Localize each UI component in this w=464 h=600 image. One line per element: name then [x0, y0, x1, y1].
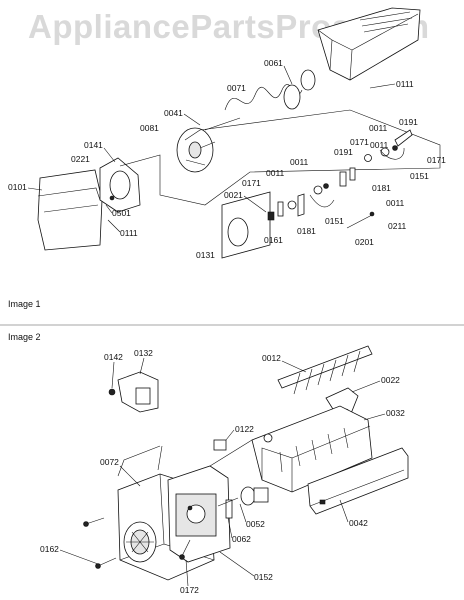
- label-0052: 0052: [246, 519, 265, 529]
- label-0081: 0081: [140, 123, 159, 133]
- label-0162: 0162: [40, 544, 59, 554]
- label-0221: 0221: [71, 154, 90, 164]
- auger-assembly: [204, 69, 316, 131]
- ice-mold: [251, 405, 373, 493]
- label-0011b: 0011: [370, 140, 389, 150]
- labels-image-1: 0061 0071 0111 0041 0081 0141 0221 0101 …: [8, 58, 446, 260]
- label-0191b: 0191: [334, 147, 353, 157]
- impeller: [176, 127, 216, 173]
- label-0152: 0152: [254, 572, 273, 582]
- ejector-blade: [277, 345, 373, 395]
- label-0172: 0172: [180, 585, 199, 595]
- label-0061: 0061: [264, 58, 283, 68]
- ice-bucket: [317, 7, 421, 81]
- frame-outline: [119, 109, 441, 206]
- label-0191a: 0191: [399, 117, 418, 127]
- label-0151a: 0151: [410, 171, 429, 181]
- label-0101: 0101: [8, 182, 27, 192]
- label-0201: 0201: [355, 237, 374, 247]
- control-module: [167, 465, 231, 563]
- section-label-image-2: Image 2: [8, 332, 41, 342]
- front-cover: [307, 447, 409, 515]
- thermostat-bracket: [108, 371, 159, 413]
- label-0141: 0141: [84, 140, 103, 150]
- label-0181b: 0181: [297, 226, 316, 236]
- label-0021: 0021: [224, 190, 243, 200]
- housing-left: [99, 157, 141, 213]
- labels-image-2: 0142 0132 0012 0022 0032 0122 0072 0052 …: [40, 348, 405, 595]
- frame-outline-2: [117, 439, 253, 477]
- label-0171c: 0171: [242, 178, 261, 188]
- label-0142: 0142: [104, 352, 123, 362]
- label-0011d: 0011: [266, 168, 285, 178]
- label-0131: 0131: [196, 250, 215, 260]
- label-0171b: 0171: [350, 137, 369, 147]
- label-0042: 0042: [349, 518, 368, 528]
- label-0062: 0062: [232, 534, 251, 544]
- bracket-plate: [221, 191, 271, 259]
- label-0041: 0041: [164, 108, 183, 118]
- label-0181a: 0181: [372, 183, 391, 193]
- dispenser-door: [37, 169, 103, 251]
- label-0022: 0022: [381, 375, 400, 385]
- label-0132: 0132: [134, 348, 153, 358]
- label-0161: 0161: [264, 235, 283, 245]
- label-0071: 0071: [227, 83, 246, 93]
- label-0011c: 0011: [290, 157, 309, 167]
- label-0111b: 0111: [120, 228, 138, 238]
- label-0012: 0012: [262, 353, 281, 363]
- hardware-row-1: [267, 129, 413, 229]
- label-0111a: 0111: [396, 79, 414, 89]
- label-0011a: 0011: [369, 123, 388, 133]
- label-0501: 0501: [112, 208, 131, 218]
- label-0211: 0211: [388, 221, 407, 231]
- screws: [83, 517, 191, 569]
- shaft-switch: [217, 486, 269, 519]
- label-0151b: 0151: [325, 216, 344, 226]
- label-0072: 0072: [100, 457, 119, 467]
- label-0032: 0032: [386, 408, 405, 418]
- connector: [213, 439, 227, 451]
- section-label-image-1: Image 1: [8, 299, 41, 309]
- label-0122: 0122: [235, 424, 254, 434]
- label-0171a: 0171: [427, 155, 446, 165]
- label-0011e: 0011: [386, 198, 405, 208]
